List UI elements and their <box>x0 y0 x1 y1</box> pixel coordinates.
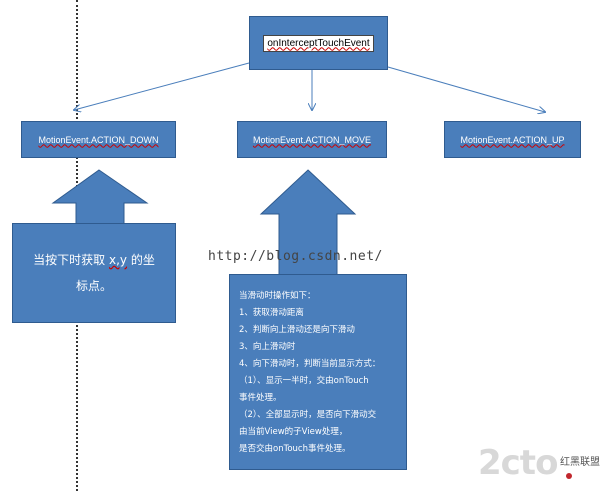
arrow-to-action-down <box>74 62 250 110</box>
action-move-node: MotionEvent.ACTION_MOVE <box>237 121 387 158</box>
down-note-text: 当按下时获取 x,y 的坐标点。 <box>29 247 159 299</box>
move-note-line: 事件处理。 <box>239 393 282 403</box>
move-note-line: 由当前View的子View处理， <box>239 427 348 437</box>
move-note-line: 2、判断向上滑动还是向下滑动 <box>239 325 355 335</box>
action-up-node: MotionEvent.ACTION_UP <box>444 121 581 158</box>
down-note-part2: 的坐标点。 <box>75 253 155 293</box>
root-node-label: onInterceptTouchEvent <box>263 34 374 52</box>
arrow-to-action-up <box>387 66 545 112</box>
move-note: 当滑动时操作如下： 1、获取滑动距离 2、判断向上滑动还是向下滑动 3、向上滑动… <box>229 274 407 470</box>
move-note-line: （2）、全部显示时，是否向下滑动交 <box>239 410 377 420</box>
down-note-part1: 当按下时获取 <box>33 253 109 267</box>
move-note-line: 是否交由onTouch事件处理。 <box>239 444 351 454</box>
down-note-xy: x,y <box>108 253 128 267</box>
down-note: 当按下时获取 x,y 的坐标点。 <box>12 223 176 323</box>
blog-watermark: http://blog.csdn.net/ <box>208 249 383 264</box>
logo-main-text: 2cto <box>478 443 558 483</box>
action-down-node: MotionEvent.ACTION_DOWN <box>21 121 176 158</box>
move-note-line: 当滑动时操作如下： <box>239 291 316 301</box>
site-logo: 2cto 红黑联盟 <box>478 443 613 489</box>
root-node: onInterceptTouchEvent <box>249 16 388 70</box>
move-note-line: 4、向下滑动时，判断当前显示方式： <box>239 359 381 369</box>
move-note-line: （1）、显示一半时，交由onTouch <box>239 376 369 386</box>
up-arrow-down-note <box>51 169 149 225</box>
logo-dot-icon <box>566 473 572 479</box>
logo-tagline: 红黑联盟 <box>560 457 600 468</box>
move-note-line: 3、向上滑动时 <box>239 342 296 352</box>
move-note-line: 1、获取滑动距离 <box>239 308 304 318</box>
